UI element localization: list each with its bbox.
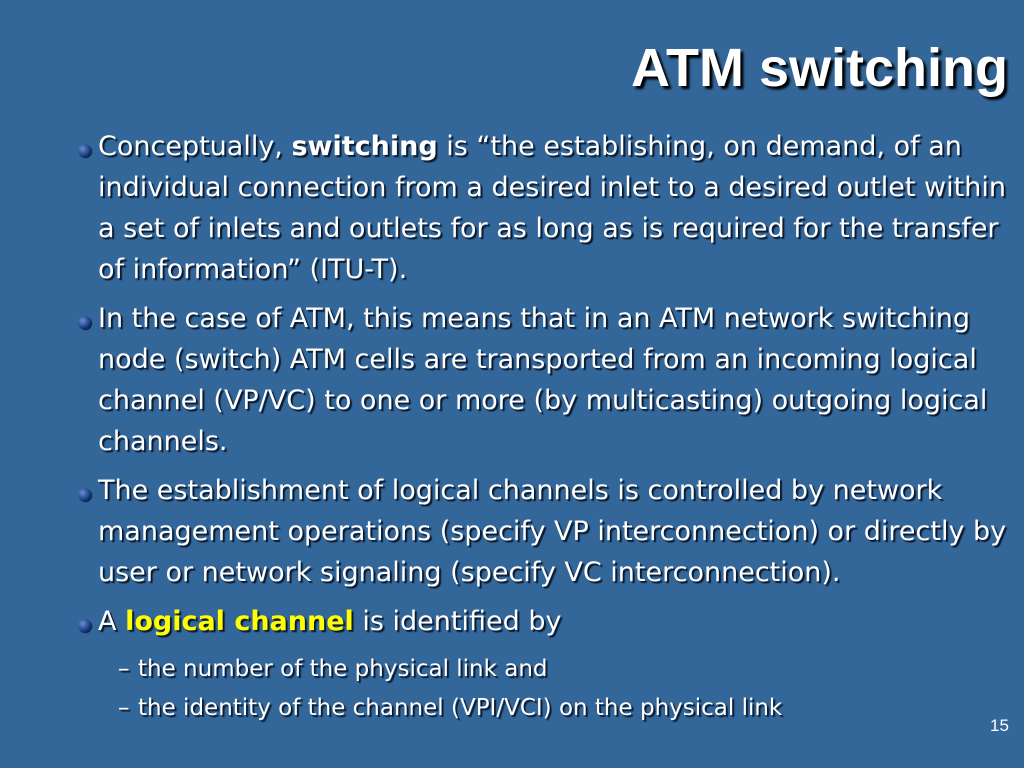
bullet-text: The establishment of logical channels is… xyxy=(98,475,1007,588)
bullet-item: In the case of ATM, this means that in a… xyxy=(76,298,1020,462)
bullet-text: Conceptually, xyxy=(98,131,292,162)
dash-icon: – xyxy=(118,695,130,721)
bullet-item: A logical channel is identified by xyxy=(76,601,1020,642)
bullet-text: is “the establishing, on demand, of an i… xyxy=(98,131,1006,285)
dash-icon: – xyxy=(118,656,130,682)
sub-item-text: the number of the physical link and xyxy=(138,656,548,682)
bullet-dot-icon xyxy=(78,316,91,329)
bullet-text: is identified by xyxy=(353,606,562,637)
bullet-text: In the case of ATM, this means that in a… xyxy=(98,303,988,457)
bullet-item: Conceptually, switching is “the establis… xyxy=(76,126,1020,290)
sub-item: – the number of the physical link and xyxy=(118,650,1020,689)
bullet-dot-icon xyxy=(78,144,91,157)
sub-item: – the identity of the channel (VPI/VCI) … xyxy=(118,689,1020,728)
slide-body: Conceptually, switching is “the establis… xyxy=(76,126,1020,728)
page-number: 15 xyxy=(990,716,1009,735)
bullet-item: The establishment of logical channels is… xyxy=(76,470,1020,593)
bullet-highlight: logical channel xyxy=(125,606,354,637)
bullet-text: A xyxy=(98,606,126,637)
sub-list: – the number of the physical link and – … xyxy=(76,650,1020,728)
bullet-keyword: switching xyxy=(291,131,438,162)
bullet-dot-icon xyxy=(78,488,91,501)
sub-item-text: the identity of the channel (VPI/VCI) on… xyxy=(138,695,783,721)
slide-title: ATM switching xyxy=(631,38,1008,98)
bullet-dot-icon xyxy=(78,619,91,632)
